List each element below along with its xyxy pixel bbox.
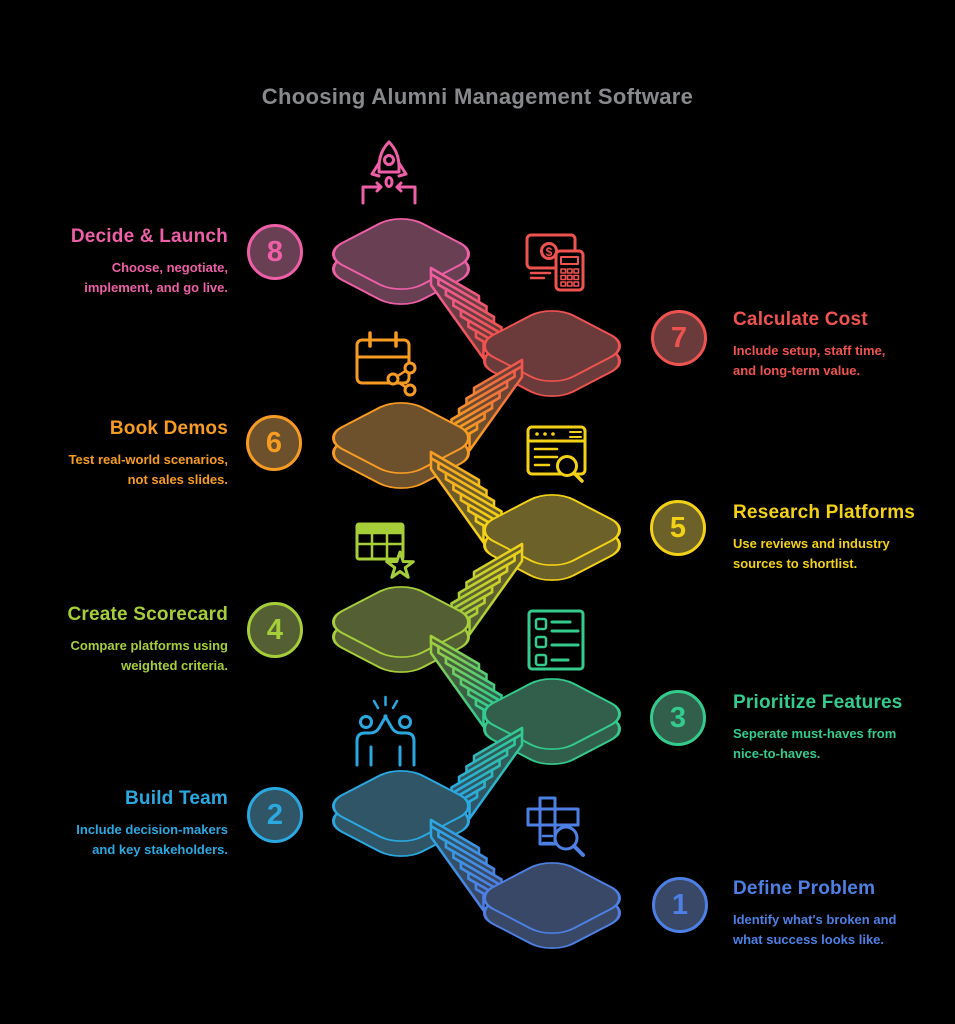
step-label-4: Create Scorecard Compare platforms using… bbox=[16, 604, 228, 676]
step-desc: Choose, negotiate, implement, and go liv… bbox=[84, 260, 228, 296]
step-label-7: Calculate Cost Include setup, staff time… bbox=[733, 309, 945, 381]
step-desc: Seperate must-haves from nice-to-haves. bbox=[733, 726, 897, 762]
platform-1 bbox=[483, 862, 621, 949]
step-title: Decide & Launch bbox=[70, 226, 228, 247]
puzzle-search-icon bbox=[526, 796, 585, 857]
scorecard-table-star-icon bbox=[355, 522, 415, 579]
calendar-share-icon bbox=[355, 331, 417, 397]
step-title: Create Scorecard bbox=[67, 604, 228, 625]
step-number-badge-5: 5 bbox=[650, 500, 706, 556]
team-highfive-icon bbox=[355, 695, 416, 767]
step-desc: Use reviews and industry sources to shor… bbox=[733, 536, 890, 572]
page-title: Choosing Alumni Management Software bbox=[261, 84, 694, 109]
step-label-5: Research Platforms Use reviews and indus… bbox=[733, 502, 945, 574]
step-desc: Identify what's broken and what success … bbox=[733, 912, 897, 948]
rocket-launch-icon bbox=[361, 140, 417, 205]
step-title: Build Team bbox=[125, 788, 228, 809]
step-desc: Compare platforms using weighted criteri… bbox=[70, 638, 228, 674]
step-title: Prioritize Features bbox=[733, 692, 903, 713]
step-number-badge-2: 2 bbox=[247, 787, 303, 843]
step-number-badge-4: 4 bbox=[247, 602, 303, 658]
step-desc: Test real-world scenarios, not sales sli… bbox=[68, 452, 228, 488]
step-label-6: Book Demos Test real-world scenarios, no… bbox=[16, 418, 228, 490]
step-number-badge-6: 6 bbox=[246, 415, 302, 471]
browser-search-icon bbox=[526, 425, 587, 483]
money-calculator-icon: $ bbox=[525, 233, 585, 292]
step-number-badge-8: 8 bbox=[247, 224, 303, 280]
step-number-badge-3: 3 bbox=[650, 690, 706, 746]
step-title: Book Demos bbox=[109, 418, 228, 439]
step-number-badge-7: 7 bbox=[651, 310, 707, 366]
checklist-icon bbox=[527, 609, 585, 671]
step-desc: Include decision-makers and key stakehol… bbox=[76, 822, 228, 858]
svg-text:$: $ bbox=[546, 245, 553, 259]
step-label-8: Decide & Launch Choose, negotiate, imple… bbox=[16, 226, 228, 298]
step-desc: Include setup, staff time, and long-term… bbox=[733, 343, 886, 379]
step-label-3: Prioritize Features Seperate must-haves … bbox=[733, 692, 945, 764]
step-title: Define Problem bbox=[733, 878, 876, 899]
step-title: Calculate Cost bbox=[733, 309, 868, 330]
step-label-1: Define Problem Identify what's broken an… bbox=[733, 878, 945, 950]
step-label-2: Build Team Include decision-makers and k… bbox=[16, 788, 228, 860]
step-number-badge-1: 1 bbox=[652, 877, 708, 933]
step-title: Research Platforms bbox=[733, 502, 916, 523]
